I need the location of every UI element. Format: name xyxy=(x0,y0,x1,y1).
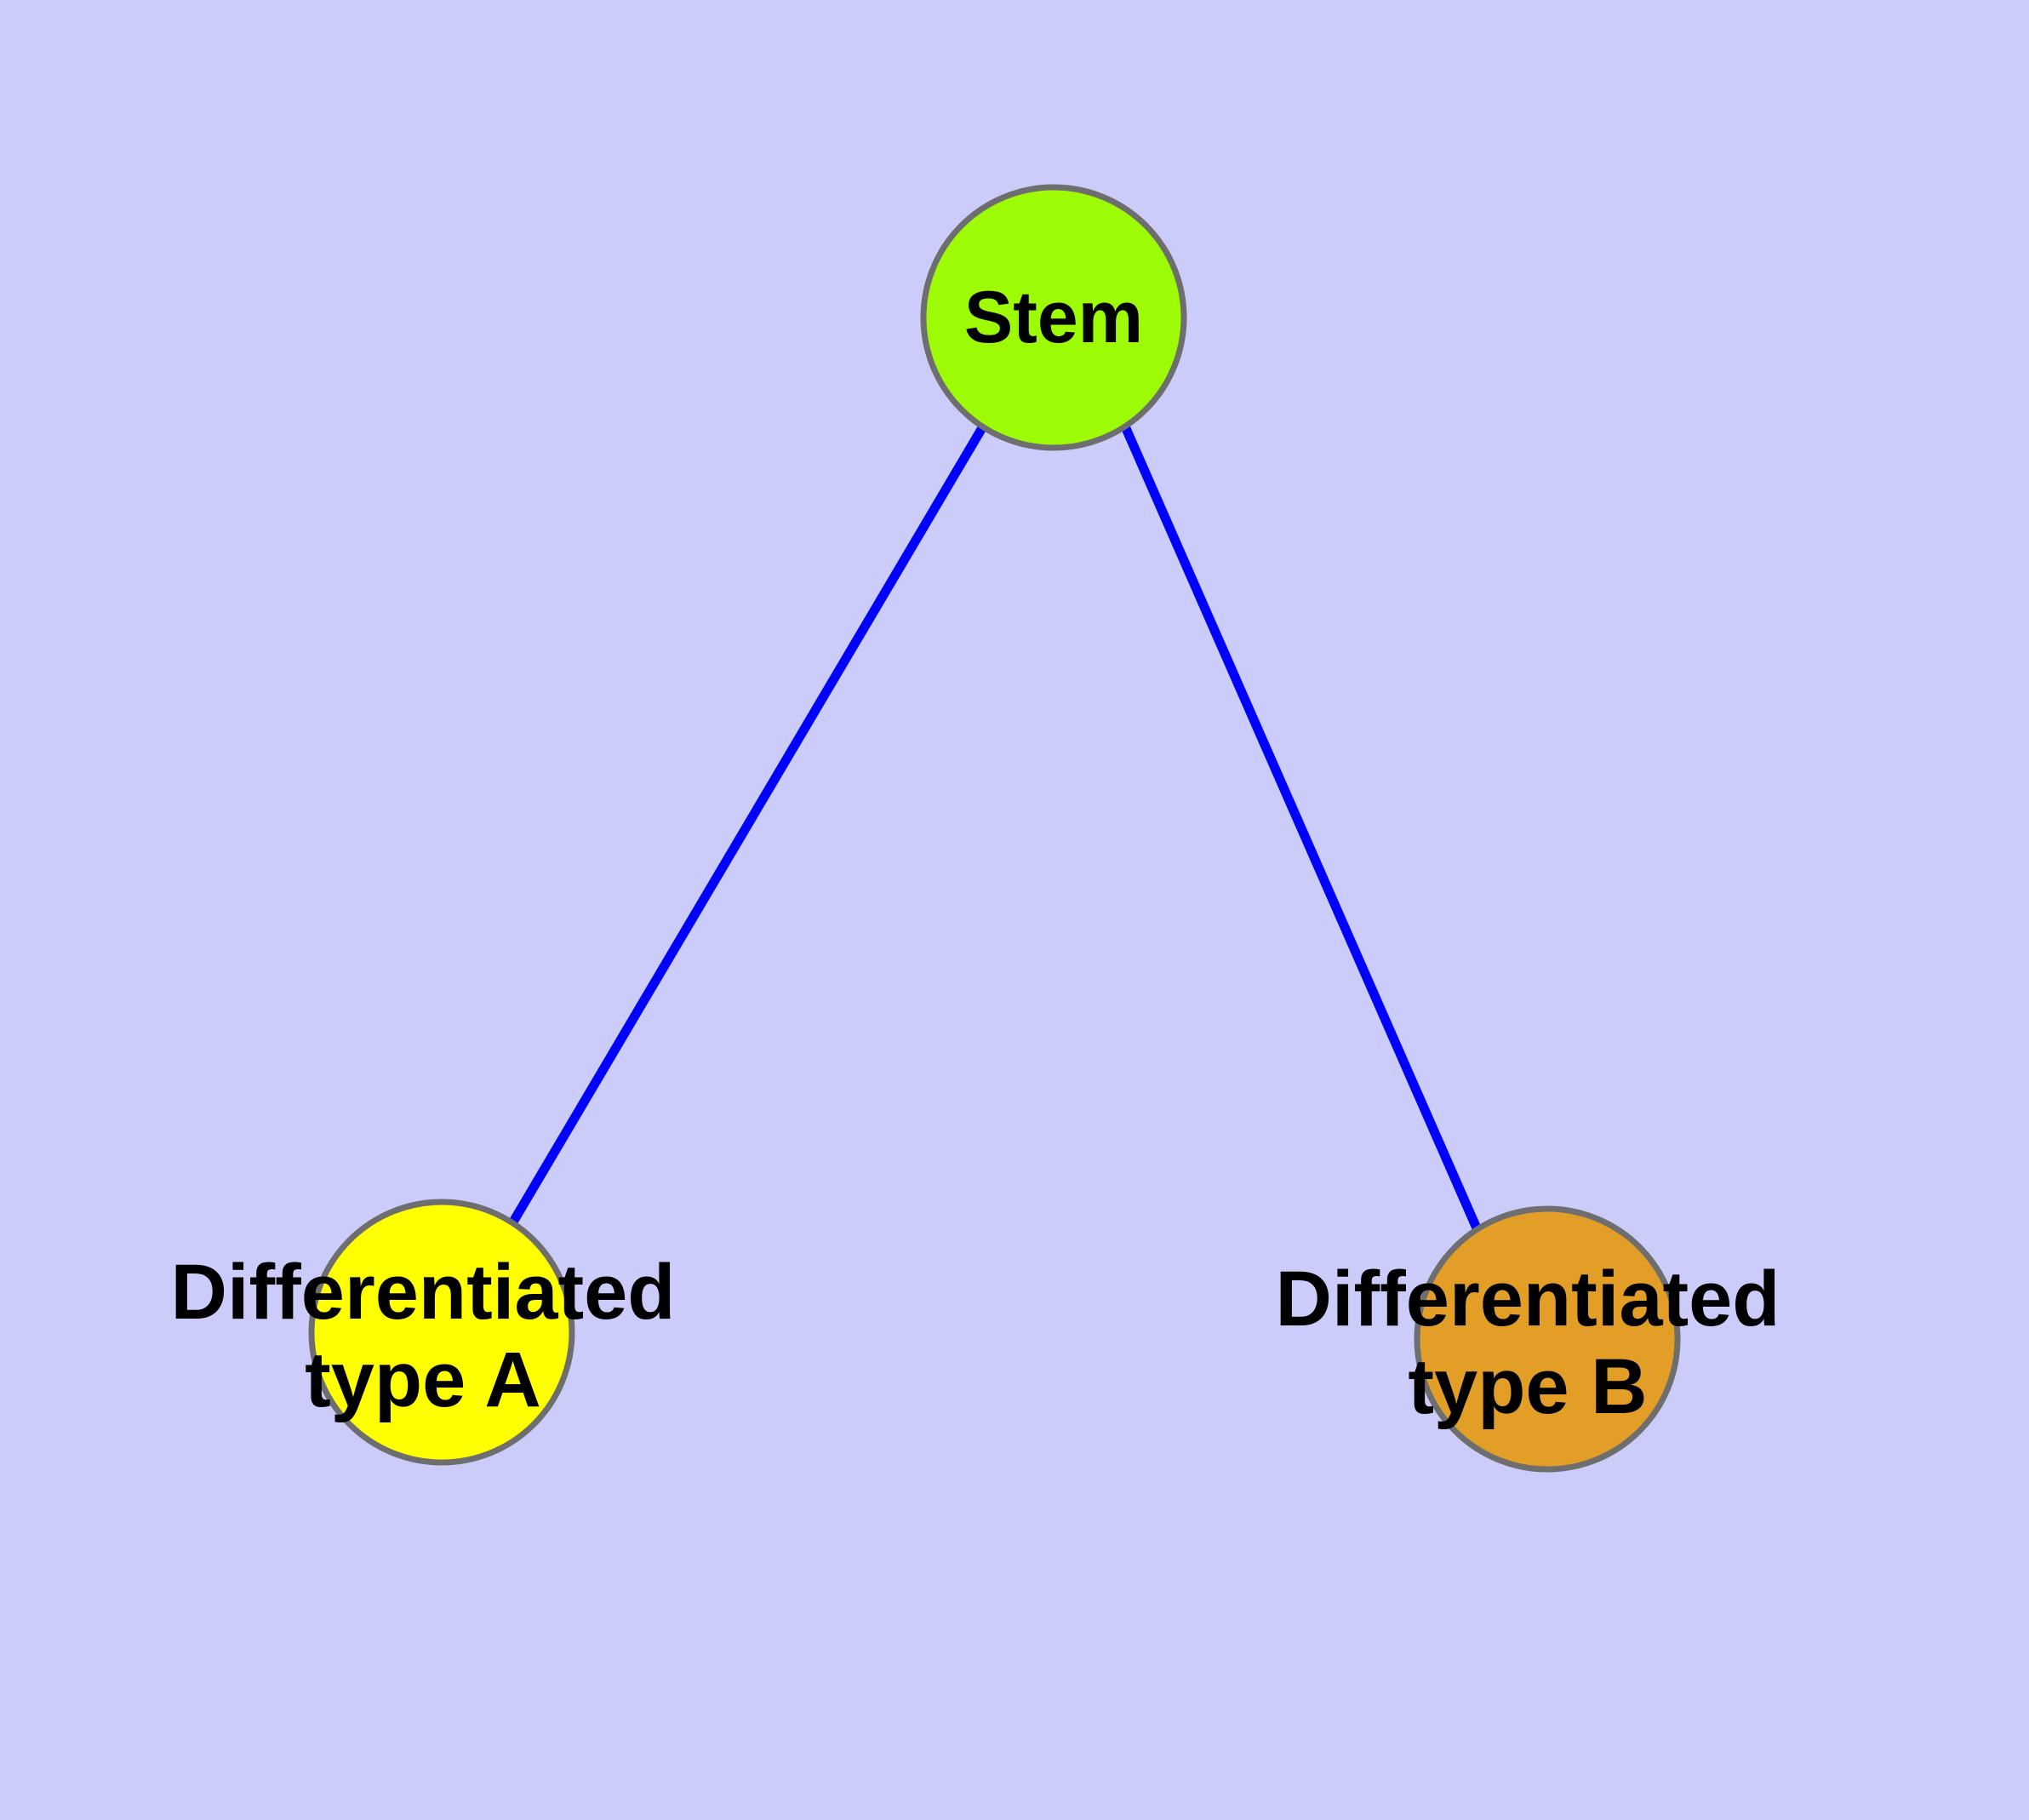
graph-edge[interactable] xyxy=(1120,424,1483,1233)
graph-node-diff_a[interactable] xyxy=(308,1199,575,1466)
graph-edge[interactable] xyxy=(508,424,987,1226)
graph-node-stem[interactable] xyxy=(920,184,1187,451)
graph-node-diff_b[interactable] xyxy=(1414,1205,1681,1473)
edges-layer xyxy=(508,424,1483,1233)
nodes-layer xyxy=(308,184,1681,1473)
